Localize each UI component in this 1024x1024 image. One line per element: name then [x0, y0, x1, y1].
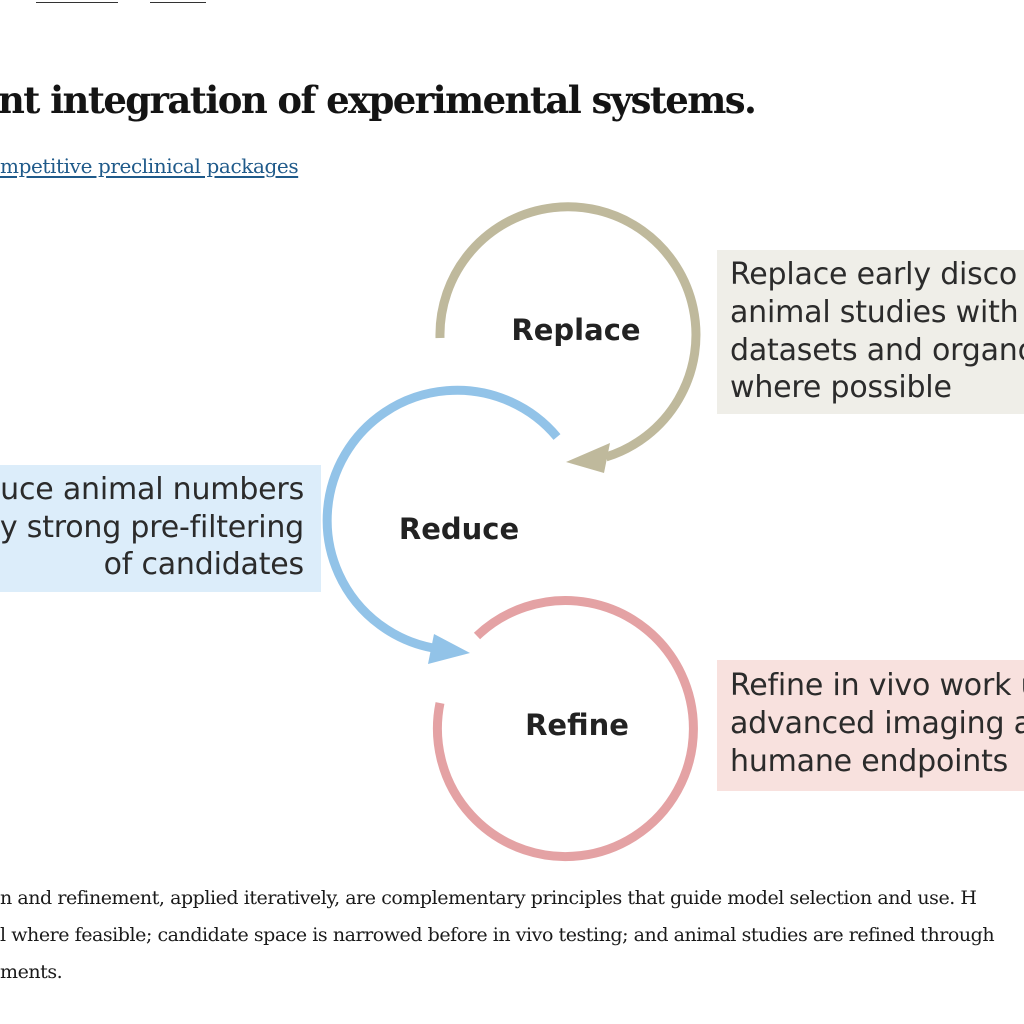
reduce-arrowhead-icon: [428, 634, 470, 664]
article-link[interactable]: mpetitive preclinical packages: [0, 154, 299, 178]
replace-note-line: animal studies with: [730, 295, 1018, 330]
refine-cycle-arc: [432, 596, 698, 862]
metadata-link-underline[interactable]: [36, 2, 118, 3]
caption-line: ments.: [0, 961, 63, 983]
refine-label: Refine: [525, 708, 629, 742]
reduce-note-line: y strong pre-filtering: [0, 510, 304, 545]
reduce-note-line: of candidates: [104, 547, 304, 582]
reduce-note-box: [0, 465, 321, 592]
figure-caption: n and refinement, applied iteratively, a…: [0, 880, 1024, 991]
replace-label: Replace: [511, 313, 640, 347]
replace-note-line: Replace early disco: [730, 257, 1017, 292]
top-metadata-strip: [0, 0, 1024, 10]
replace-note-box: [717, 250, 1024, 414]
caption-line: n and refinement, applied iteratively, a…: [0, 887, 977, 909]
metadata-link-underline[interactable]: [150, 2, 206, 3]
replace-arrowhead-icon: [566, 443, 610, 473]
refine-note-box: [717, 660, 1024, 791]
replace-note-line: datasets and organo: [730, 333, 1024, 368]
page-title: nt integration of experimental systems.: [0, 78, 757, 122]
refine-note-line: humane endpoints: [730, 744, 1008, 779]
reduce-cycle-arc: [322, 385, 561, 653]
caption-line: l where feasible; candidate space is nar…: [0, 924, 995, 946]
reduce-note-line: uce animal numbers: [0, 472, 304, 507]
refine-note-line: Refine in vivo work u: [730, 668, 1024, 703]
replace-cycle-arc: [435, 202, 701, 462]
reduce-label: Reduce: [399, 512, 519, 546]
replace-note-line: where possible: [730, 370, 952, 405]
refine-note-line: advanced imaging a: [730, 706, 1024, 741]
